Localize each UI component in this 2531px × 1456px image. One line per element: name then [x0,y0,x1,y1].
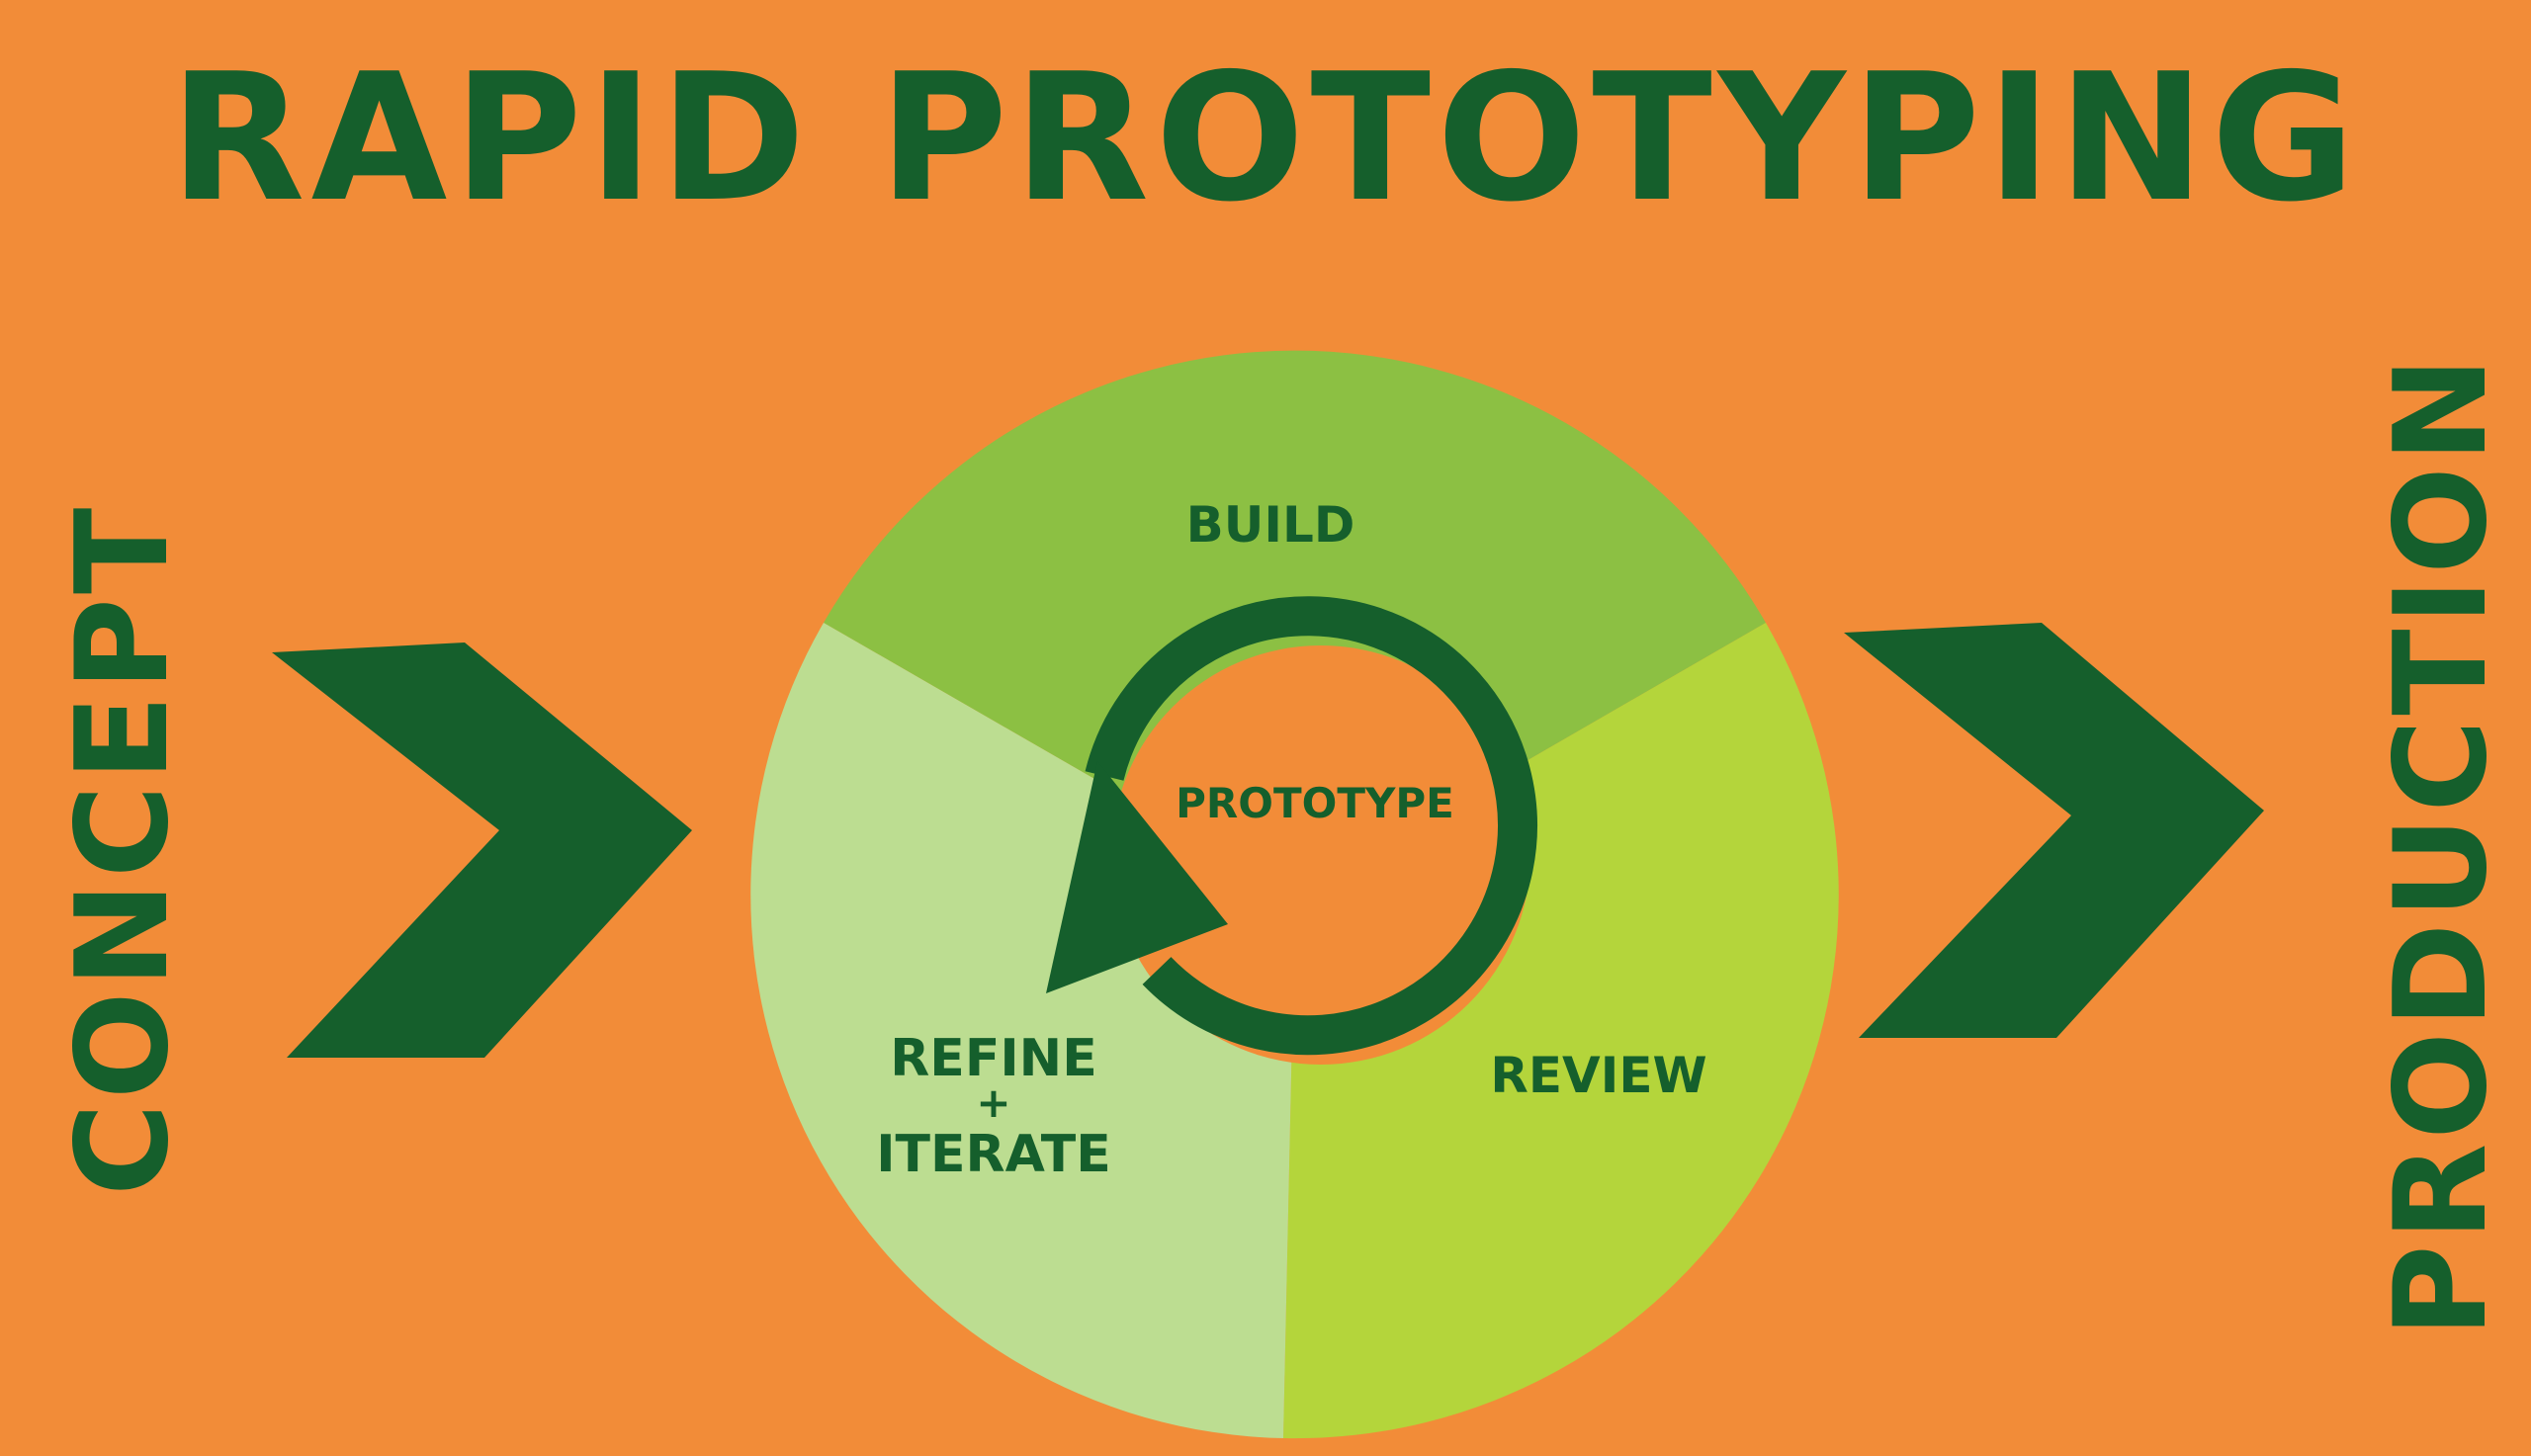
center-hole [1111,645,1530,1065]
center-label: PROTOTYPE [1176,779,1454,827]
review-label: REVIEW [1490,1047,1706,1104]
cycle-arrow-icon [1046,596,1537,1056]
refine-label: REFINE [890,1029,1096,1088]
right-chevron-arrow [1844,623,2264,1038]
page-title: RAPID PROTOTYPING [169,36,2362,240]
build-label: BUILD [1186,496,1355,554]
left-chevron-arrow [272,642,692,1058]
iterate-label: ITERATE [876,1125,1111,1184]
plus-label: + [976,1078,1010,1127]
